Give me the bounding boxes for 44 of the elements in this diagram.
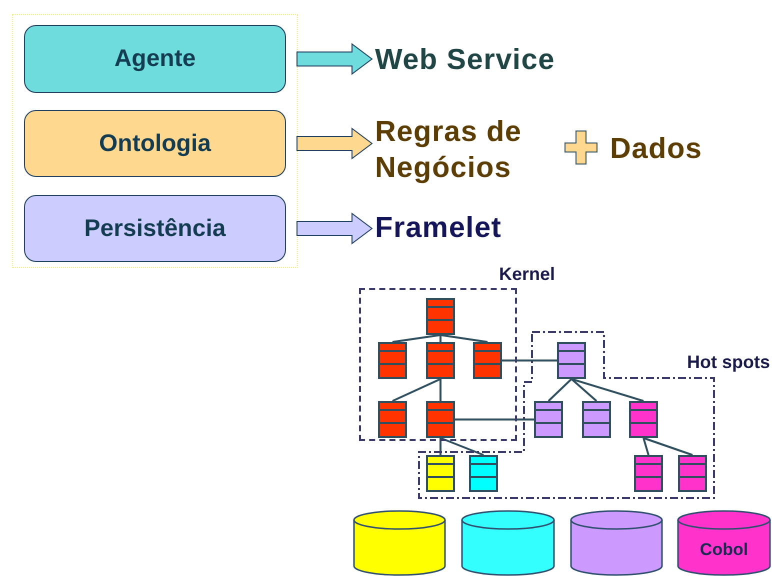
class-box	[557, 342, 586, 379]
class-box	[473, 342, 502, 379]
module-box	[24, 25, 286, 93]
connector-line	[440, 379, 442, 401]
class-box	[678, 455, 707, 492]
database-label: Cobol	[700, 540, 748, 559]
connector-line	[440, 334, 488, 343]
class-box	[426, 401, 455, 438]
class-box	[629, 401, 658, 438]
class-box	[378, 342, 407, 379]
connector-line	[392, 378, 441, 402]
connector-line	[455, 418, 534, 420]
class-box	[469, 455, 498, 492]
class-box	[582, 401, 611, 438]
module-box	[24, 110, 286, 177]
region-label: Hot spots	[687, 352, 770, 372]
result-label: Web Service	[375, 43, 555, 78]
connector-line	[571, 378, 644, 402]
result-label: Framelet	[375, 211, 502, 246]
class-box	[426, 298, 455, 335]
module-label: Persistência	[84, 214, 226, 244]
class-box	[426, 455, 455, 492]
connector-line	[392, 334, 441, 343]
connector-line	[643, 437, 693, 456]
class-box	[634, 455, 663, 492]
connector-line	[570, 378, 598, 402]
result-label: Regras de Negócios	[375, 115, 523, 186]
region-label: Kernel	[498, 264, 555, 284]
connector-line	[642, 438, 650, 456]
block-arrow	[296, 212, 373, 244]
class-box	[534, 401, 563, 438]
connector-line	[440, 438, 442, 455]
connector-line	[440, 335, 442, 342]
class-box	[378, 401, 407, 438]
connector-line	[502, 360, 557, 362]
block-arrow	[296, 43, 373, 75]
module-label: Ontologia	[99, 128, 211, 158]
result-label: Dados	[610, 132, 702, 167]
module-label: Agente	[114, 44, 196, 74]
module-box	[24, 195, 286, 262]
connector-line	[440, 437, 484, 456]
block-arrow	[296, 128, 373, 160]
class-box	[426, 342, 455, 379]
connector-line	[548, 378, 572, 402]
